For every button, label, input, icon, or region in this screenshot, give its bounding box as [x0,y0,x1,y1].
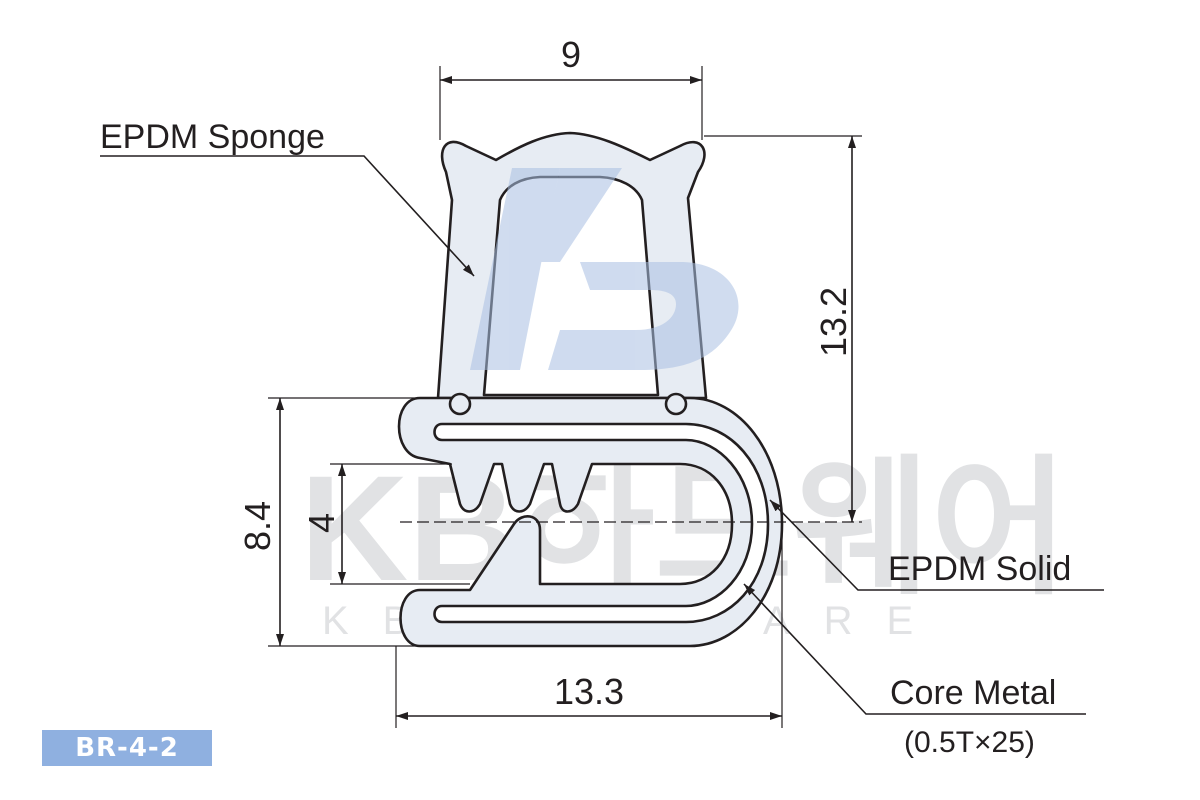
dim-top-width: 9 [439,34,703,140]
dim-gap: 4 [301,463,470,585]
kb-logo [470,168,739,370]
core-metal [433,422,770,624]
dim-top-width-value: 9 [561,34,581,75]
dim-left-height: 8.4 [237,397,420,647]
dim-bottom-width-value: 13.3 [554,671,624,712]
model-badge: BR-4-2 [42,730,212,766]
dim-bottom-width: 13.3 [395,524,783,728]
callout-sponge: EPDM Sponge [100,118,475,277]
label-core: Core Metal [890,674,1056,712]
callout-core: Core Metal (0.5T×25) [743,583,1086,759]
label-sponge: EPDM Sponge [100,118,325,156]
model-code: BR-4-2 [75,733,179,763]
dim-left-height-value: 8.4 [237,501,278,551]
callout-solid: EPDM Solid [769,499,1104,591]
dim-right-height-value: 13.2 [813,287,854,357]
label-core-spec: (0.5T×25) [904,726,1035,759]
dim-gap-value: 4 [301,513,342,533]
label-solid: EPDM Solid [888,550,1071,588]
dim-right-height: 13.2 [400,135,862,523]
solid-clamp [397,392,784,648]
